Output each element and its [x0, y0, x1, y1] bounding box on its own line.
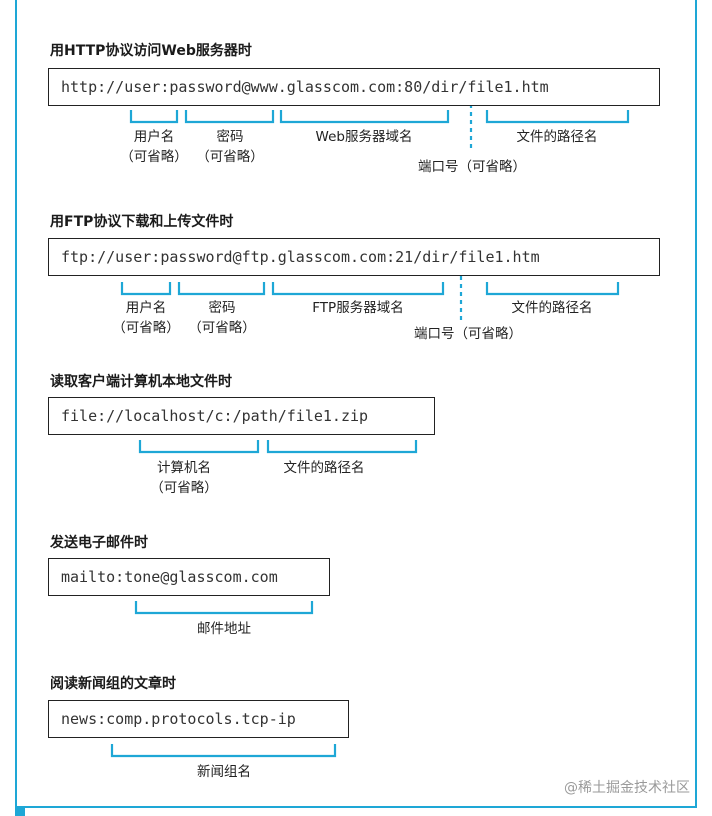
label-path-3: 文件的路径名 — [283, 460, 365, 476]
frame-corner-mark — [15, 806, 25, 816]
section-1-label-path: 文件的路径名 — [497, 127, 617, 147]
label-pass-1-line2: （可省略） — [196, 149, 264, 165]
section-2-label-host: FTP服务器域名 — [288, 298, 428, 318]
section-3-label-path: 文件的路径名 — [264, 458, 384, 478]
label-host-2: FTP服务器域名 — [312, 300, 404, 316]
section-1-url-box: http://user:password@www.glasscom.com:80… — [48, 68, 660, 106]
section-2-label-port: 端口号（可省略） — [398, 324, 538, 344]
label-pass-1-line1: 密码 — [216, 129, 244, 145]
label-user-2-line2: （可省略） — [112, 320, 180, 336]
label-host-3-line2: （可省略） — [150, 480, 218, 496]
section-4-url-box: mailto:tone@glasscom.com — [48, 558, 330, 596]
section-1-label-pass: 密码 （可省略） — [180, 127, 280, 167]
bracket-path-1 — [485, 110, 630, 124]
label-pass-2-line1: 密码 — [208, 300, 236, 316]
label-user-1-line2: （可省略） — [120, 149, 188, 165]
bracket-path-2 — [485, 282, 620, 296]
bracket-host-3 — [138, 440, 260, 454]
section-5-label-group: 新闻组名 — [174, 762, 274, 782]
bracket-host-1 — [279, 110, 450, 124]
bracket-user-2 — [120, 282, 172, 296]
label-addr-4: 邮件地址 — [197, 621, 251, 637]
section-1-label-host: Web服务器域名 — [294, 127, 434, 147]
section-2-label-pass: 密码 （可省略） — [172, 298, 272, 338]
section-1-label-port: 端口号（可省略） — [402, 157, 542, 177]
section-2-label-path: 文件的路径名 — [492, 298, 612, 318]
section-5-url-box: news:comp.protocols.tcp-ip — [48, 700, 349, 738]
bracket-user-1 — [129, 110, 179, 124]
label-port-1: 端口号（可省略） — [418, 159, 526, 175]
bracket-pass-2 — [177, 282, 266, 296]
label-pass-2-line2: （可省略） — [188, 320, 256, 336]
label-group-5: 新闻组名 — [197, 764, 251, 780]
section-2-heading: 用FTP协议下载和上传文件时 — [50, 214, 234, 230]
bracket-host-2 — [271, 282, 445, 296]
section-1-label-user: 用户名 （可省略） — [104, 127, 204, 167]
bracket-addr-4 — [134, 601, 314, 615]
section-3-url-box: file://localhost/c:/path/file1.zip — [48, 397, 435, 435]
label-host-3-line1: 计算机名 — [157, 460, 211, 476]
diagram-frame — [15, 0, 697, 808]
section-2-label-user: 用户名 （可省略） — [96, 298, 196, 338]
label-path-2: 文件的路径名 — [511, 300, 593, 316]
label-host-1: Web服务器域名 — [315, 129, 413, 145]
section-5-heading: 阅读新闻组的文章时 — [50, 676, 176, 692]
bracket-pass-1 — [184, 110, 275, 124]
bracket-group-5 — [110, 744, 337, 758]
watermark-text: @稀土掘金技术社区 — [564, 780, 690, 796]
section-3-heading: 读取客户端计算机本地文件时 — [50, 374, 232, 390]
section-4-label-addr: 邮件地址 — [174, 619, 274, 639]
label-port-2: 端口号（可省略） — [414, 326, 522, 342]
bracket-path-3 — [266, 440, 418, 454]
section-2-url-box: ftp://user:password@ftp.glasscom.com:21/… — [48, 238, 660, 276]
section-4-heading: 发送电子邮件时 — [50, 535, 148, 551]
section-1-heading: 用HTTP协议访问Web服务器时 — [50, 43, 252, 59]
label-user-2-line1: 用户名 — [125, 300, 167, 316]
label-path-1: 文件的路径名 — [516, 129, 598, 145]
section-3-label-host: 计算机名 （可省略） — [134, 458, 234, 498]
label-user-1-line1: 用户名 — [133, 129, 175, 145]
